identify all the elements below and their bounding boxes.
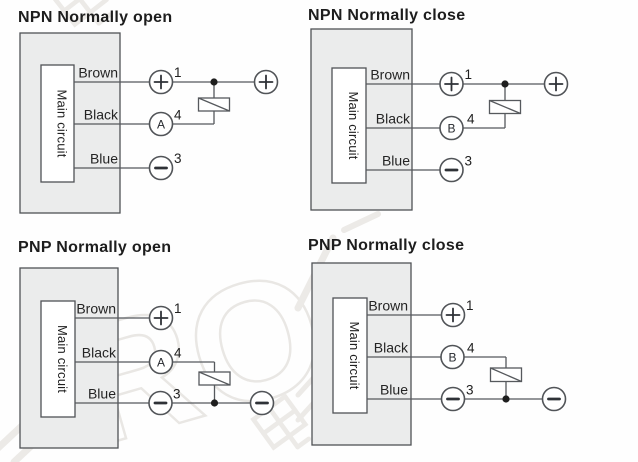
pin-number: 1 (174, 301, 182, 316)
wire-label: Blue (88, 386, 116, 402)
terminal-letter: A (157, 117, 165, 131)
plus-terminal-icon (445, 307, 461, 323)
pin-number: 1 (465, 67, 473, 82)
wire-label: Brown (78, 65, 118, 81)
relay-load-icon (198, 371, 231, 386)
wire-label: Blue (382, 153, 410, 169)
dian-character-watermark-icon (50, 0, 112, 28)
pin-number: 3 (174, 151, 182, 166)
main-circuit-label: Main circuit (347, 321, 362, 389)
diagram-title: NPN Normally open (18, 9, 172, 26)
terminal-circle (148, 349, 174, 375)
main-circuit-box (331, 67, 367, 184)
wire-label: Brown (76, 301, 116, 317)
relay-load-icon (488, 99, 522, 115)
terminal-circle (440, 344, 465, 370)
main-circuit-label: Main circuit (55, 325, 70, 393)
main-circuit-label: Main circuit (346, 91, 361, 159)
diagram-pnp-normally-close: PNP Normally close Main circuit Brown Bl… (308, 237, 567, 446)
wire-label: Black (376, 111, 411, 127)
wire-label: Blue (380, 382, 408, 398)
terminal-letter: B (447, 121, 455, 135)
plus-terminal-icon (153, 74, 169, 90)
pin-number: 1 (174, 65, 182, 80)
plus-terminal-icon (548, 76, 564, 92)
wire-label: Brown (368, 298, 408, 314)
main-circuit-box (40, 64, 75, 183)
junction-dot (210, 78, 218, 86)
plus-terminal-icon (258, 74, 274, 90)
main-circuit-box (332, 297, 368, 414)
diagram-title: NPN Normally close (308, 7, 465, 24)
terminal-letter: B (448, 350, 456, 364)
terminal-circle (439, 115, 464, 141)
relay-load-icon (197, 97, 231, 112)
junction-dot (501, 80, 509, 88)
diagram-npn-normally-open: NPN Normally open Main circuit Brown Bla… (18, 9, 279, 214)
diagram-title: PNP Normally close (308, 237, 464, 254)
pin-number: 4 (467, 112, 475, 127)
wire-label: Black (82, 345, 117, 361)
junction-dot (210, 399, 219, 407)
wire-label: Black (374, 340, 409, 356)
diagram-pnp-normally-open: PNP Normally open Main circuit Brown Bla… (18, 239, 275, 449)
wire-label: Blue (90, 151, 118, 167)
terminal-letter: A (157, 355, 165, 369)
pin-number: 3 (466, 383, 474, 398)
pin-number: 4 (174, 346, 182, 361)
pin-number: 1 (466, 298, 474, 313)
junction-dot (502, 395, 510, 403)
terminal-circle (148, 111, 174, 137)
relay-load-icon (489, 367, 523, 383)
wire-label: Black (84, 107, 119, 123)
main-circuit-label: Main circuit (55, 89, 70, 157)
main-circuit-box (40, 300, 76, 418)
wire-label: Brown (370, 67, 410, 83)
plus-terminal-icon (153, 310, 169, 326)
pin-number: 4 (174, 108, 182, 123)
diagram-title: PNP Normally open (18, 239, 171, 256)
pin-number: 4 (467, 341, 475, 356)
pin-number: 3 (465, 154, 473, 169)
pin-number: 3 (173, 387, 181, 402)
sensor-body-box (19, 267, 119, 449)
plus-terminal-icon (444, 76, 459, 92)
diagram-npn-normally-close: NPN Normally close Main circuit Brown Bl… (308, 7, 569, 211)
